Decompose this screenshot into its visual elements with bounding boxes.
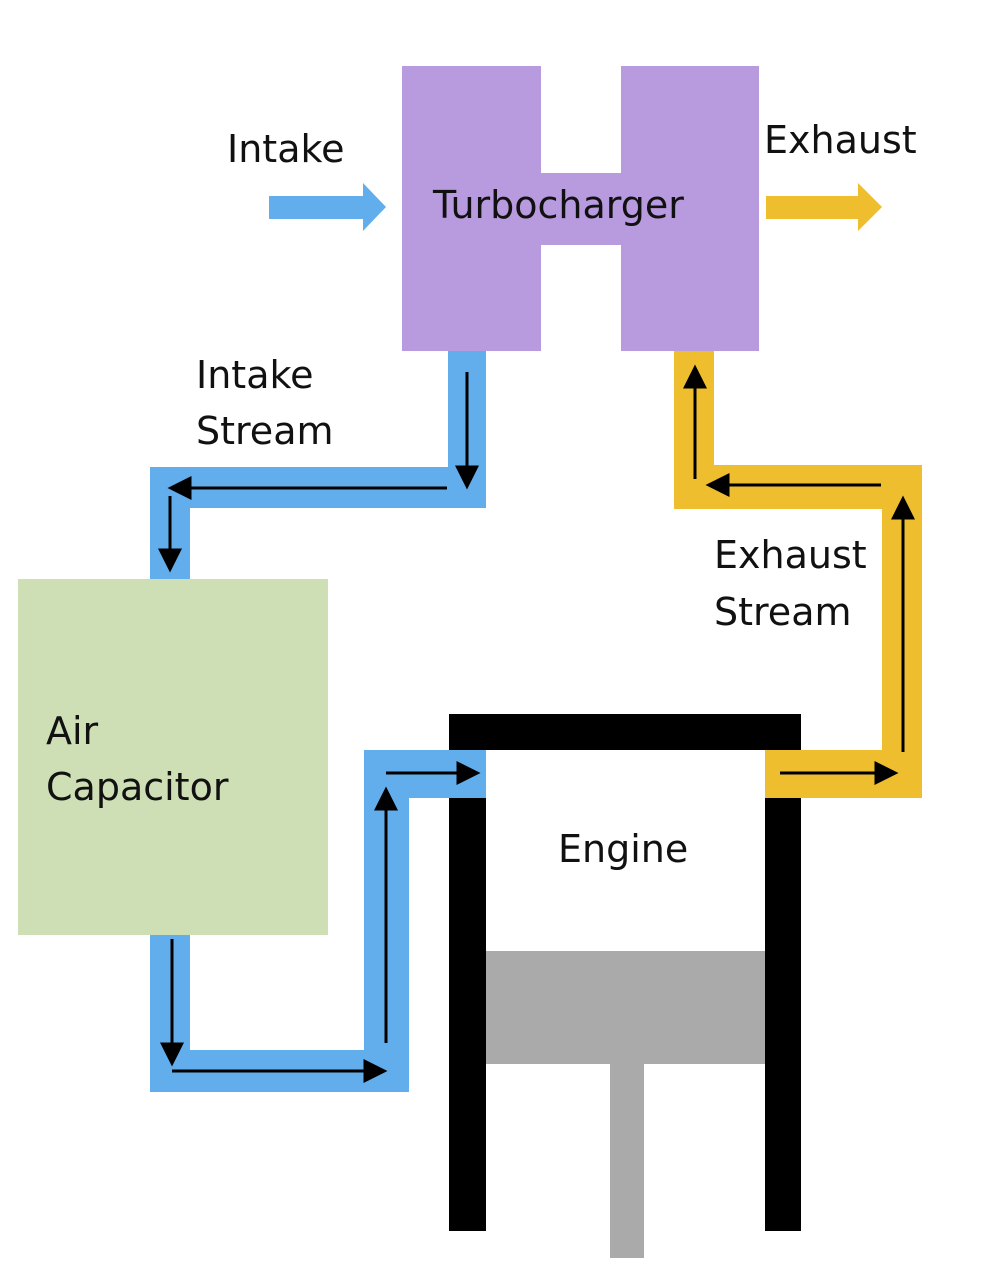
flow-arrows: [158, 364, 915, 1083]
engine: [449, 714, 801, 1258]
air-capacitor-label-line2: Capacitor: [46, 765, 229, 809]
exhaust-arrow-icon: [766, 183, 882, 231]
engine-cylinder-left-wall: [449, 798, 486, 1231]
engine-label: Engine: [558, 827, 688, 871]
exhaust-stream-label-line1: Exhaust: [714, 533, 867, 577]
engine-cylinder-right-wall: [765, 798, 801, 1231]
intake-stream-label-line2: Stream: [196, 409, 334, 453]
turbocharger-label: Turbocharger: [432, 183, 684, 227]
turbocharger-shaft: [540, 173, 622, 245]
turbocharger-compressor-side: [402, 66, 541, 351]
intake-arrow-icon: [269, 183, 386, 231]
air-capacitor-box: [18, 579, 328, 935]
turbocharger: [402, 66, 759, 351]
piston-head: [486, 951, 765, 1064]
exhaust-stream-pipe: [674, 350, 922, 798]
turbocharger-turbine-side: [621, 66, 759, 351]
air-capacitor-label-line1: Air: [46, 709, 99, 753]
intake-label: Intake: [227, 127, 345, 171]
piston-rod: [610, 1064, 644, 1258]
intake-stream-label-line1: Intake: [196, 353, 314, 397]
exhaust-label: Exhaust: [764, 118, 917, 162]
engine-cylinder-head: [449, 714, 801, 750]
exhaust-stream-label-line2: Stream: [714, 590, 852, 634]
